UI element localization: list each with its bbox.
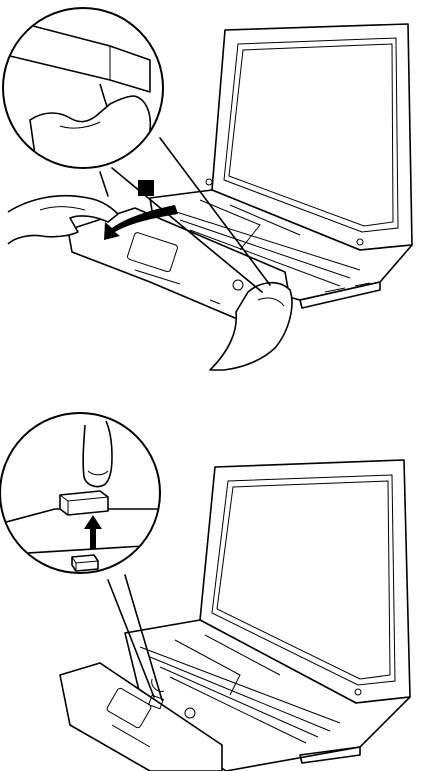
magnified-inset-top	[3, 8, 163, 190]
step-panel-top	[0, 0, 428, 380]
remove-cover-illustration	[0, 385, 428, 771]
lift-palm-rest-illustration	[0, 0, 428, 380]
step-panel-bottom	[0, 385, 428, 771]
step-marker-top	[138, 180, 154, 196]
magnified-inset-bottom	[0, 413, 160, 573]
